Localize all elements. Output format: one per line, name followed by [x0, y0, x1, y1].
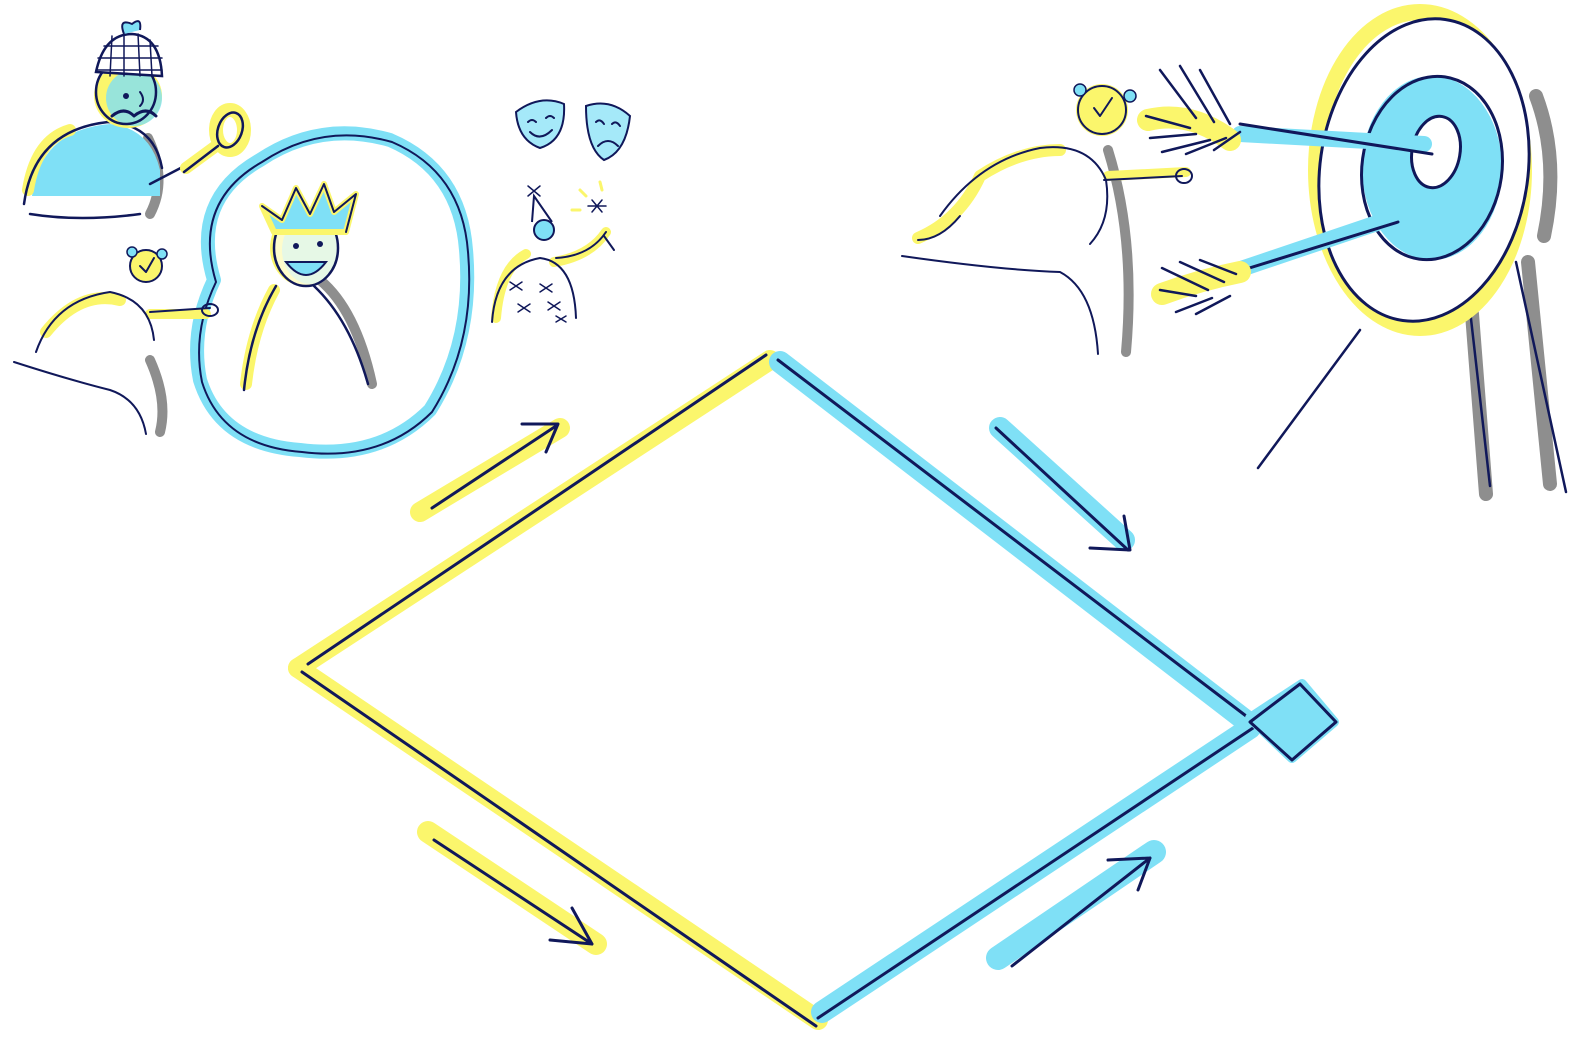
running-person-icon: [14, 247, 218, 434]
target-icon: [1146, 5, 1566, 494]
detective-icon: [24, 21, 196, 218]
end-square: [1250, 684, 1336, 760]
magician-icon: [492, 182, 614, 322]
magnifying-glass-icon: [184, 109, 247, 172]
theatre-masks-icon: [516, 100, 630, 160]
diamond-shape: [298, 355, 1256, 1026]
king-icon: [244, 184, 372, 390]
